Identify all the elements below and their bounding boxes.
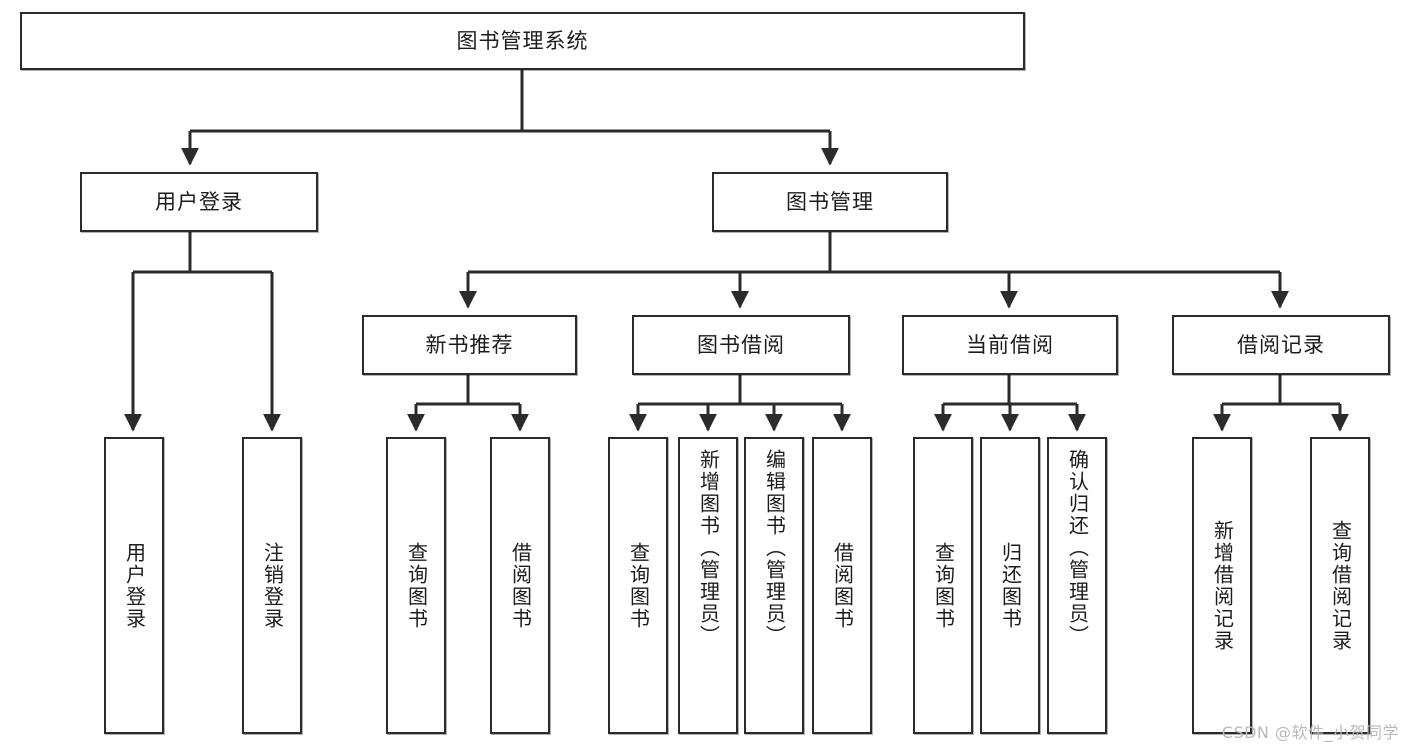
node-leaf-borrow-book-1-label: 借阅图书 (508, 541, 533, 630)
node-root[interactable]: 图书管理系统 (20, 12, 1025, 70)
node-leaf-borrow-book-2-label: 借阅图书 (830, 541, 855, 630)
node-leaf-add-book[interactable]: 新增图书（管理员） (678, 437, 738, 734)
node-new-book-recommend-label: 新书推荐 (425, 332, 514, 357)
node-leaf-return-book[interactable]: 归还图书 (980, 437, 1040, 734)
node-leaf-user-logout-label: 注销登录 (260, 541, 285, 630)
node-current-borrow-label: 当前借阅 (966, 332, 1054, 357)
node-leaf-edit-book-label: 编辑图书（管理员） (762, 449, 787, 647)
node-leaf-return-book-label: 归还图书 (998, 541, 1023, 630)
node-leaf-borrow-book-1[interactable]: 借阅图书 (490, 437, 550, 734)
node-user-login-label: 用户登录 (155, 189, 243, 214)
node-leaf-edit-book[interactable]: 编辑图书（管理员） (744, 437, 804, 734)
node-leaf-add-book-label: 新增图书（管理员） (696, 449, 721, 647)
node-leaf-user-login-label: 用户登录 (122, 541, 147, 630)
node-book-borrow[interactable]: 图书借阅 (632, 315, 850, 375)
node-leaf-query-book-1[interactable]: 查询图书 (386, 437, 446, 734)
node-leaf-query-book-1-label: 查询图书 (404, 541, 429, 630)
node-leaf-query-book-2[interactable]: 查询图书 (608, 437, 668, 734)
node-leaf-user-login[interactable]: 用户登录 (104, 437, 164, 734)
node-leaf-add-record-label: 新增借阅记录 (1210, 519, 1235, 652)
node-leaf-query-book-3[interactable]: 查询图书 (913, 437, 973, 734)
node-leaf-query-book-3-label: 查询图书 (931, 541, 956, 630)
node-leaf-add-record[interactable]: 新增借阅记录 (1192, 437, 1252, 734)
watermark: CSDN @软件_小贺同学 (1221, 723, 1399, 742)
node-root-label: 图书管理系统 (456, 28, 589, 53)
node-leaf-borrow-book-2[interactable]: 借阅图书 (812, 437, 872, 734)
node-leaf-confirm-return-label: 确认归还（管理员） (1065, 449, 1090, 647)
node-user-login[interactable]: 用户登录 (80, 172, 318, 232)
node-new-book-recommend[interactable]: 新书推荐 (362, 315, 577, 375)
node-leaf-query-record-label: 查询借阅记录 (1328, 519, 1353, 652)
node-leaf-query-book-2-label: 查询图书 (626, 541, 651, 630)
node-book-borrow-label: 图书借阅 (697, 332, 785, 357)
node-leaf-query-record[interactable]: 查询借阅记录 (1310, 437, 1370, 734)
node-book-manage[interactable]: 图书管理 (712, 172, 948, 232)
node-current-borrow[interactable]: 当前借阅 (902, 315, 1118, 375)
node-book-manage-label: 图书管理 (786, 189, 874, 214)
node-leaf-confirm-return[interactable]: 确认归还（管理员） (1047, 437, 1107, 734)
node-borrow-record-label: 借阅记录 (1237, 332, 1325, 357)
node-borrow-record[interactable]: 借阅记录 (1172, 315, 1390, 375)
node-leaf-user-logout[interactable]: 注销登录 (242, 437, 302, 734)
